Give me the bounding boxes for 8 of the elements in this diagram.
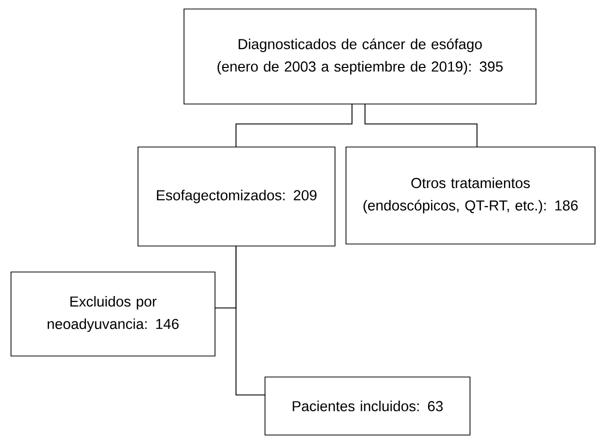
connector-line — [236, 246, 266, 396]
process-box: Otros tratamientos (endoscópicos, QT-RT, etc.): 186 — [346, 146, 596, 244]
process-box: Excluidos por neoadyuvancia: 146 — [10, 272, 216, 356]
process-box: Esofagectomizados: 209 — [138, 146, 336, 246]
connector-line — [364, 104, 478, 148]
process-box: Pacientes incluidos: 63 — [264, 376, 470, 436]
connector-line — [236, 104, 352, 148]
process-box: Diagnosticados de cáncer de esófago (enero de 2003 a septiembre de 2019): 395 — [184, 8, 536, 104]
